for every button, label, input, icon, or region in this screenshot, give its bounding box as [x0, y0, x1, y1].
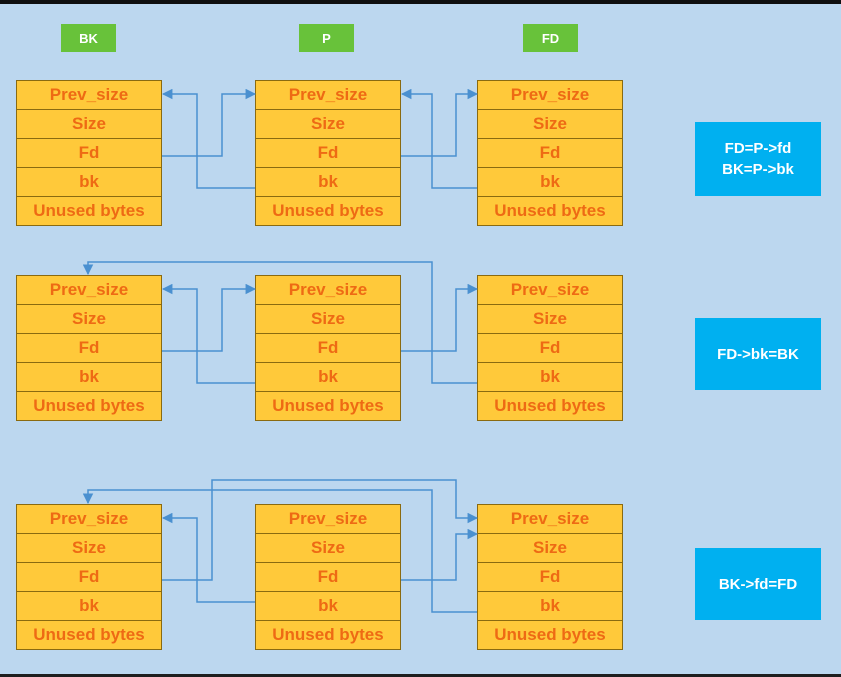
field-size: Size [16, 533, 162, 563]
field-fd: Fd [255, 562, 401, 592]
note-step2-text: FD->bk=BK [717, 345, 799, 363]
field-size: Size [16, 304, 162, 334]
note-step3-text: BK->fd=FD [718, 575, 798, 593]
arrow-bk-fd-to-p [162, 283, 257, 352]
field-bk: bk [16, 362, 162, 392]
arrow-fd-bk-to-bk [82, 261, 477, 384]
arrow-bk-fd-to-p [162, 88, 257, 157]
chunk-p-step1: Prev_size Size Fd bk Unused bytes [255, 80, 401, 226]
field-size: Size [255, 304, 401, 334]
field-unused-bytes: Unused bytes [477, 620, 623, 650]
field-bk: bk [255, 362, 401, 392]
arrow-bk-fd-to-fd [162, 479, 479, 581]
note-step3: BK->fd=FD [695, 548, 821, 620]
arrow-p-fd-to-fd [401, 88, 479, 157]
arrow-p-bk-to-bk [161, 283, 255, 384]
header-bk: BK [61, 24, 116, 52]
arrow-p-fd-to-fd [401, 283, 479, 352]
field-unused-bytes: Unused bytes [16, 391, 162, 421]
arrow-p-bk-to-bk [161, 88, 255, 189]
chunk-bk-step1: Prev_size Size Fd bk Unused bytes [16, 80, 162, 226]
field-prev-size: Prev_size [16, 275, 162, 305]
window-top-edge [0, 0, 841, 4]
field-bk: bk [477, 591, 623, 621]
chunk-fd-step3: Prev_size Size Fd bk Unused bytes [477, 504, 623, 650]
field-prev-size: Prev_size [255, 275, 401, 305]
note-step1-line1: FD=P->fd [724, 140, 792, 157]
field-bk: bk [255, 591, 401, 621]
arrow-fd-bk-to-bk [82, 489, 477, 613]
field-fd: Fd [255, 138, 401, 168]
field-fd: Fd [477, 333, 623, 363]
note-step1-line2: BK=P->bk [722, 161, 794, 178]
note-step2: FD->bk=BK [695, 318, 821, 390]
diagram-canvas: BK P FD Prev_size Size Fd bk Unused byte… [0, 4, 841, 674]
header-p: P [299, 24, 354, 52]
field-size: Size [255, 109, 401, 139]
chunk-p-step2: Prev_size Size Fd bk Unused bytes [255, 275, 401, 421]
chunk-fd-step2: Prev_size Size Fd bk Unused bytes [477, 275, 623, 421]
chunk-bk-step3: Prev_size Size Fd bk Unused bytes [16, 504, 162, 650]
arrow-p-fd-to-fd [401, 528, 479, 581]
field-unused-bytes: Unused bytes [255, 620, 401, 650]
field-unused-bytes: Unused bytes [16, 196, 162, 226]
field-prev-size: Prev_size [16, 80, 162, 110]
field-bk: bk [477, 362, 623, 392]
field-size: Size [255, 533, 401, 563]
field-unused-bytes: Unused bytes [477, 196, 623, 226]
field-prev-size: Prev_size [477, 504, 623, 534]
chunk-fd-step1: Prev_size Size Fd bk Unused bytes [477, 80, 623, 226]
field-unused-bytes: Unused bytes [16, 620, 162, 650]
field-unused-bytes: Unused bytes [477, 391, 623, 421]
field-size: Size [477, 533, 623, 563]
arrow-fd-bk-to-p [400, 88, 477, 189]
chunk-bk-step2: Prev_size Size Fd bk Unused bytes [16, 275, 162, 421]
arrow-p-bk-to-bk [161, 512, 255, 603]
note-step1: FD=P->fd BK=P->bk [695, 122, 821, 196]
field-unused-bytes: Unused bytes [255, 391, 401, 421]
field-prev-size: Prev_size [477, 275, 623, 305]
chunk-p-step3: Prev_size Size Fd bk Unused bytes [255, 504, 401, 650]
field-fd: Fd [477, 562, 623, 592]
field-prev-size: Prev_size [255, 504, 401, 534]
header-fd: FD [523, 24, 578, 52]
pointer-arrows [82, 88, 479, 613]
field-fd: Fd [16, 562, 162, 592]
field-unused-bytes: Unused bytes [255, 196, 401, 226]
